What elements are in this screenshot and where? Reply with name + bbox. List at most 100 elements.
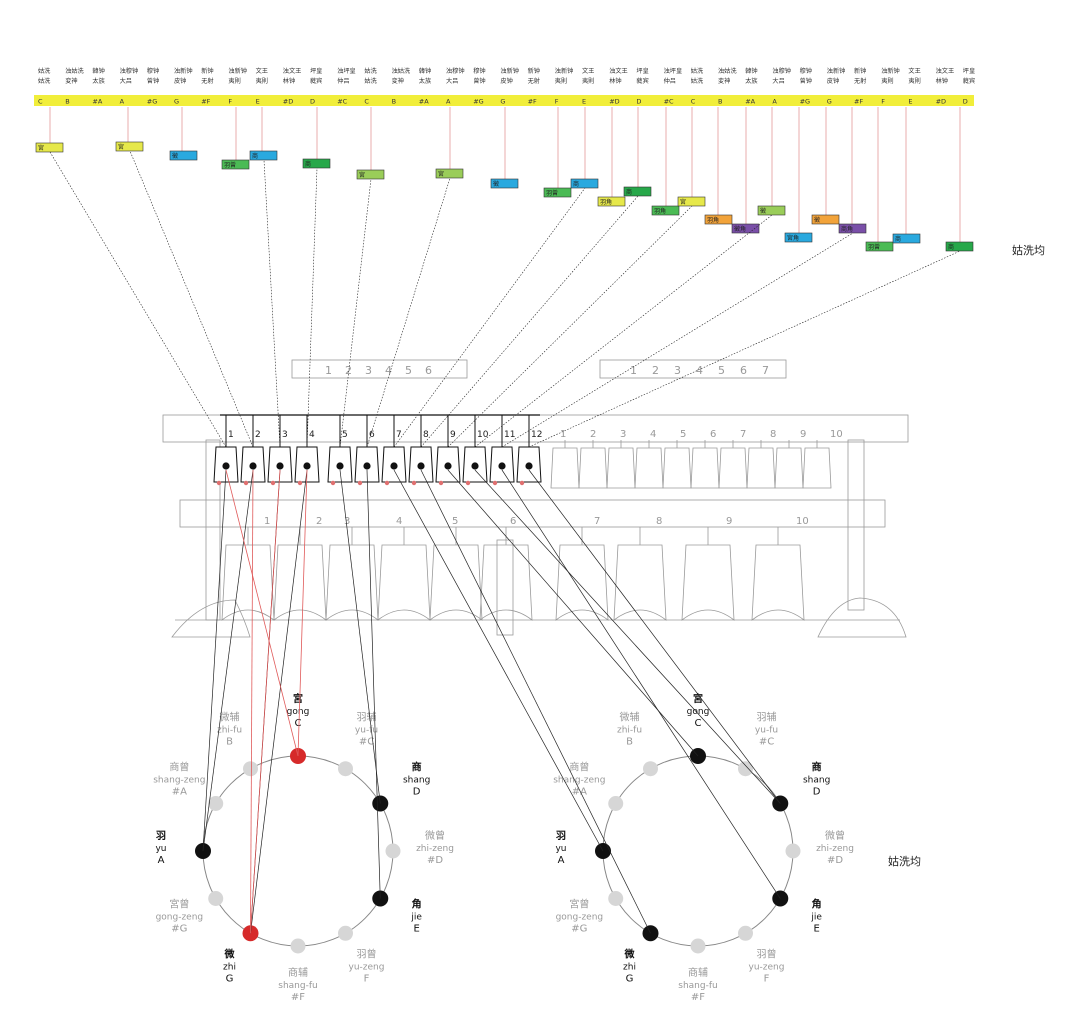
- top-name-line1: 穆钟: [800, 67, 812, 75]
- node-label-cn: 商: [412, 761, 422, 774]
- node-label-note: #G: [171, 924, 187, 935]
- rack-number: 5: [405, 364, 412, 377]
- rack-number: 3: [674, 364, 681, 377]
- bell-number: 7: [740, 429, 746, 440]
- note-bar-label: C: [38, 98, 43, 106]
- node-label-cn: 微辅: [620, 710, 640, 723]
- top-name-line2: 夷則: [908, 77, 920, 85]
- top-name-line2: 曾钟: [473, 77, 485, 85]
- bell-number: 6: [369, 430, 375, 440]
- node-label-cn: 宮: [693, 692, 703, 705]
- bell-strike-dot: [249, 462, 257, 470]
- note-bar-label: B: [65, 98, 69, 106]
- bell-tag-label: 宮: [38, 144, 44, 152]
- node-label-pinyin: zhi-zeng: [816, 844, 854, 854]
- leader-line: [339, 178, 372, 448]
- top-name-line2: 太族: [745, 77, 757, 85]
- bell-tag-label: 羽曾: [224, 161, 236, 169]
- bell-strike-dot: [417, 462, 425, 470]
- leader-line: [366, 177, 451, 448]
- node-label-note: #A: [172, 787, 187, 798]
- note-bar-label: #A: [92, 98, 102, 106]
- lower-bell: [479, 544, 533, 621]
- note-bar-label: #D: [936, 98, 946, 106]
- rack-number: 1: [630, 364, 637, 377]
- pitch-circle-right: 宮gongC羽辅yu-fu#C商shangD微曾zhi-zeng#D角jieE羽…: [553, 692, 854, 1003]
- lower-beam: [179, 499, 886, 528]
- bell-number: 7: [396, 430, 402, 440]
- node-label-cn: 宮: [293, 692, 303, 705]
- bell-tag-label: 徵: [172, 152, 178, 160]
- top-name-line1: 浊新钟: [228, 67, 247, 75]
- note-bar-label: A: [120, 98, 125, 106]
- note-bar-label: G: [174, 98, 179, 106]
- bell-tag: [490, 178, 519, 189]
- cross-line: [528, 469, 781, 804]
- top-name-line1: 浊穆钟: [772, 67, 791, 75]
- leader-line: [474, 214, 773, 448]
- top-name-line1: 新钟: [854, 67, 866, 75]
- bell-tag: [35, 142, 64, 153]
- note-bar-label: A: [772, 98, 777, 106]
- upper-right-bell: [606, 447, 636, 489]
- bell-tag-label: 商角: [841, 225, 853, 233]
- node-label-cn: 微曾: [825, 829, 845, 842]
- pitch-node: [385, 843, 401, 859]
- top-name-line2: 林钟: [936, 77, 948, 85]
- bell-tag: [169, 150, 198, 161]
- bell-strike-dot: [471, 462, 479, 470]
- node-label-note: D: [413, 787, 421, 798]
- bell-tag: [543, 187, 572, 198]
- bell-number: 5: [452, 516, 458, 527]
- note-bar-label: #C: [664, 98, 674, 106]
- bell-tag-label: 商: [626, 188, 632, 196]
- top-name-line1: 浊文王: [936, 67, 955, 75]
- node-label-pinyin: gong: [287, 707, 310, 717]
- rack-number: 6: [740, 364, 747, 377]
- top-name-line1: 姑洗: [38, 67, 51, 75]
- top-name-line1: 浊新钟: [174, 67, 193, 75]
- node-label-note: E: [413, 924, 419, 935]
- note-bar-label: #G: [473, 98, 483, 106]
- bell-number: 10: [830, 429, 843, 440]
- note-bar-label: #D: [283, 98, 293, 106]
- node-label-pinyin: jie: [410, 913, 422, 923]
- node-label-note: D: [813, 787, 821, 798]
- bell-tag: [677, 196, 706, 207]
- top-name-line2: 皮钟: [500, 77, 512, 85]
- lower-bell: [377, 544, 431, 621]
- node-label-pinyin: yu: [555, 844, 566, 854]
- note-bar-label: #D: [609, 98, 619, 106]
- node-label-note: F: [364, 974, 370, 985]
- bell-tag-label: 羽曾: [546, 189, 558, 197]
- node-label-cn: 商曾: [569, 761, 589, 774]
- node-label-cn: 宮曾: [169, 898, 189, 911]
- pitch-node: [338, 761, 353, 777]
- pitch-node: [208, 891, 224, 906]
- upper-right-bell: [550, 447, 580, 489]
- node-label-note: G: [226, 974, 234, 985]
- bell-tag: [731, 223, 760, 234]
- bell-strike-dot: [336, 462, 344, 470]
- pitch-node: [608, 891, 624, 906]
- bell-tag: [623, 186, 652, 197]
- lower-bell: [613, 544, 667, 621]
- bell-tag: [221, 159, 250, 170]
- top-name-line1: 浊姑洗: [718, 67, 737, 75]
- top-name-line1: 浊新钟: [500, 67, 519, 75]
- bell-tag: [651, 205, 680, 216]
- pitch-node: [208, 796, 224, 811]
- top-name-line1: 坪皇: [636, 67, 648, 75]
- cross-line: [501, 469, 781, 899]
- bell-tag: [704, 214, 733, 225]
- node-label-cn: 羽辅: [757, 710, 777, 723]
- node-label-cn: 羽: [156, 830, 166, 842]
- note-bar-label: #G: [800, 98, 810, 106]
- node-label-note: G: [626, 974, 634, 985]
- leader-line: [447, 205, 693, 448]
- bell-number: 9: [726, 516, 732, 527]
- node-label-pinyin: yu-zeng: [349, 963, 385, 973]
- top-name-line2: 林钟: [609, 77, 621, 85]
- bell-tag: [597, 196, 626, 207]
- top-name-line2: 曾钟: [800, 77, 812, 85]
